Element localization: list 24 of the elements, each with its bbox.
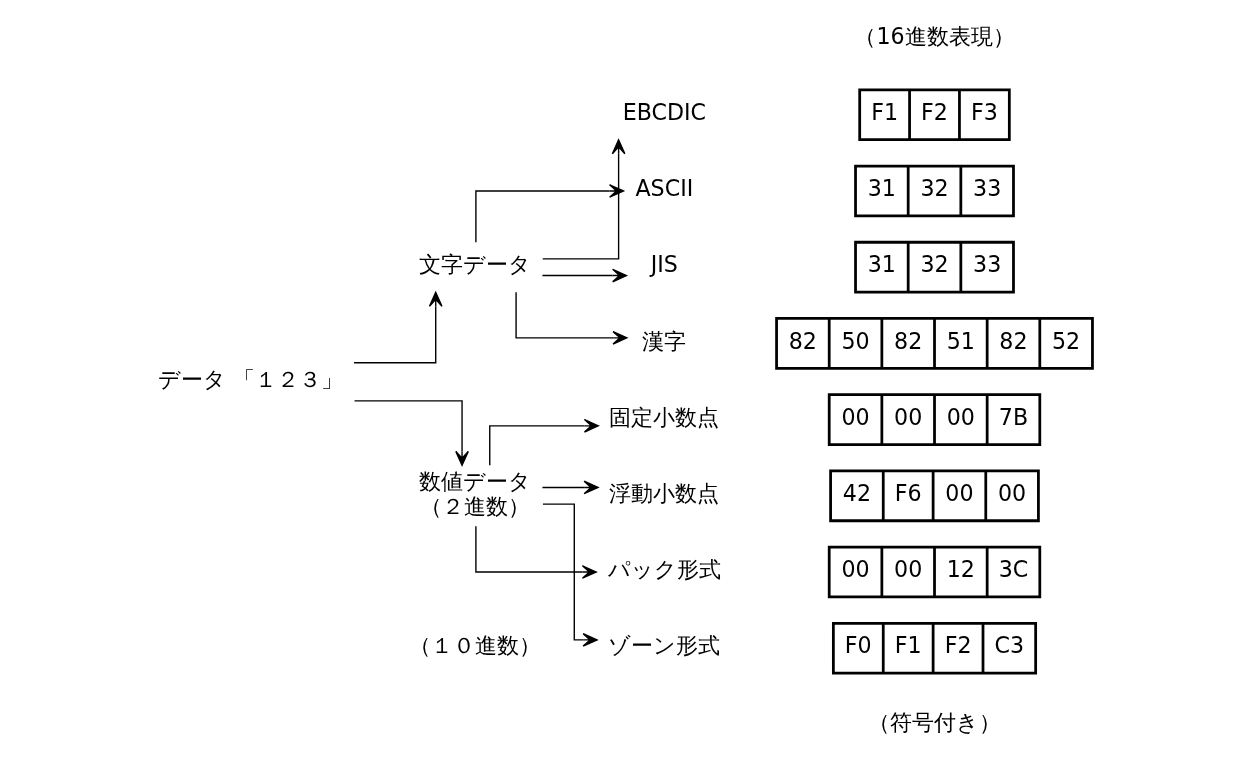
node-text: 浮動小数点 (608, 480, 719, 507)
node-label: （符号付き） (867, 708, 1001, 735)
node-text: 文字データ (418, 251, 531, 278)
node-text: ASCII (634, 175, 693, 202)
node-text: データ 「１２３」 (157, 366, 343, 393)
label: （16進数表現） (853, 22, 1015, 49)
label: （１０進数） (408, 632, 541, 659)
node-text: 漢字 (641, 327, 686, 354)
arrow (541, 503, 598, 647)
arrow (474, 525, 597, 579)
arrow (488, 418, 599, 466)
arrow (541, 268, 627, 283)
arrow (353, 400, 469, 466)
node-text: EBCDIC (622, 99, 706, 126)
node-text: JIS (650, 251, 678, 278)
node-text: ゾーン形式 (607, 632, 720, 659)
arrow (514, 291, 628, 345)
arrow (541, 139, 626, 260)
arrow (541, 480, 599, 495)
arrow (474, 184, 624, 243)
node-text: 数値データ （２進数） (418, 467, 531, 519)
arrow (352, 291, 443, 364)
node-text: 固定小数点 (608, 403, 719, 430)
node-text: パック形式 (607, 556, 721, 583)
